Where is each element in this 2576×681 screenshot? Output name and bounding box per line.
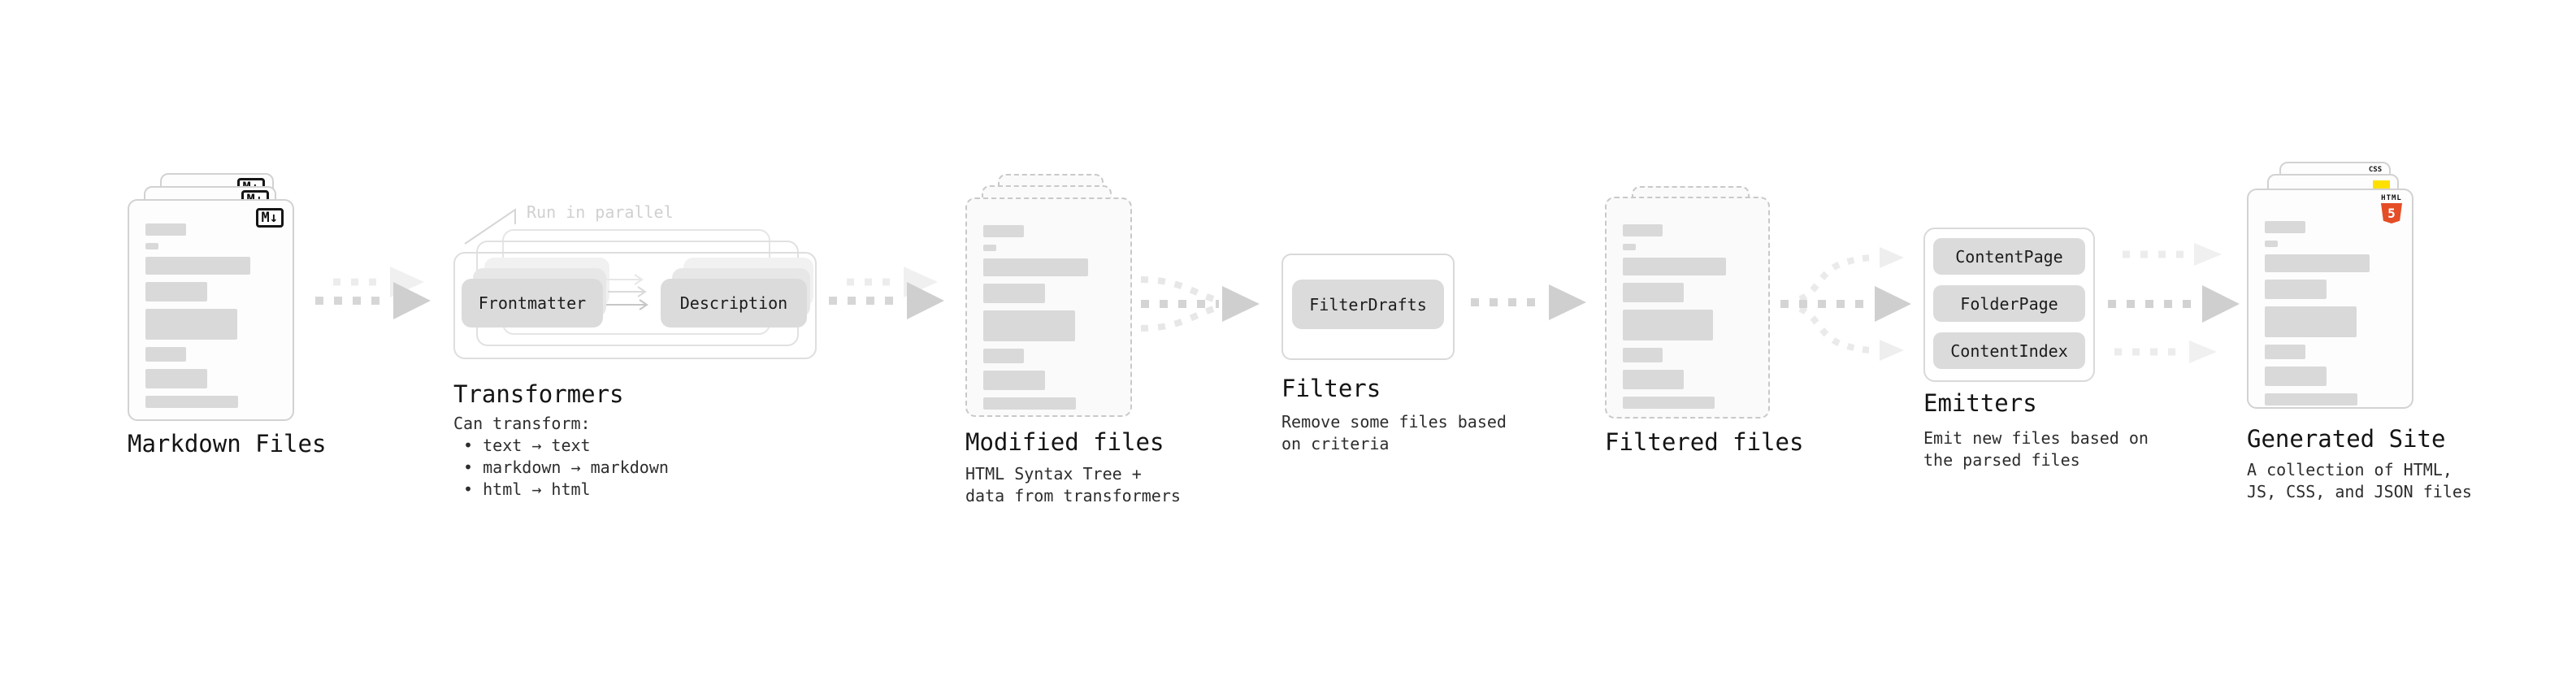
placeholder-bar bbox=[1623, 224, 1663, 236]
placeholder-bar bbox=[1623, 310, 1714, 340]
placeholder-bar bbox=[145, 282, 207, 301]
generated-site-description: A collection of HTML, JS, CSS, and JSON … bbox=[2247, 460, 2472, 501]
emitters-label: Emitters bbox=[1923, 389, 2037, 417]
run-in-parallel-annotation: Run in parallel bbox=[527, 202, 674, 222]
document-placeholder-lines bbox=[1623, 224, 1752, 409]
emitters-description: Emit new files based on the parsed files bbox=[1923, 428, 2149, 470]
placeholder-bar bbox=[145, 243, 159, 249]
placeholder-bar bbox=[2265, 254, 2370, 272]
filtered-files-label: Filtered files bbox=[1605, 428, 1804, 456]
annotation-callout-line bbox=[464, 208, 516, 245]
placeholder-bar bbox=[145, 347, 186, 362]
placeholder-bar bbox=[1623, 370, 1684, 389]
html5-icon-title: HTML bbox=[2381, 194, 2402, 202]
contentpage-chip: ContentPage bbox=[1933, 238, 2085, 275]
parallel-run-arrows bbox=[606, 274, 648, 310]
filtered-file-card bbox=[1605, 197, 1770, 419]
placeholder-bar bbox=[145, 369, 207, 388]
generated-site-label: Generated Site bbox=[2247, 425, 2446, 453]
placeholder-bar bbox=[2265, 221, 2305, 233]
description-chip: Description bbox=[661, 279, 807, 327]
modified-file-card bbox=[965, 197, 1132, 417]
markdown-files-label: Markdown Files bbox=[128, 430, 327, 458]
flow-arrow-markdown-to-transformers bbox=[315, 267, 431, 319]
html5-icon-number: 5 bbox=[2387, 205, 2396, 221]
filters-label: Filters bbox=[1281, 375, 1381, 402]
transformers-box bbox=[453, 252, 817, 359]
contentindex-chip: ContentIndex bbox=[1933, 332, 2085, 369]
placeholder-bar bbox=[983, 225, 1024, 237]
placeholder-bar bbox=[1623, 397, 1715, 409]
placeholder-bar bbox=[1623, 283, 1684, 302]
folderpage-chip: FolderPage bbox=[1933, 285, 2085, 322]
placeholder-bar bbox=[983, 284, 1045, 303]
placeholder-bar bbox=[983, 258, 1088, 276]
html5-icon: HTML 5 bbox=[2379, 194, 2405, 223]
html5-icon-shield: 5 bbox=[2381, 203, 2402, 223]
placeholder-bar bbox=[145, 257, 250, 275]
placeholder-bar bbox=[2265, 241, 2279, 247]
placeholder-bar bbox=[2265, 393, 2358, 406]
modified-files-label: Modified files bbox=[965, 428, 1164, 456]
flow-arrows-emitters-to-site bbox=[2108, 243, 2240, 363]
placeholder-bar bbox=[145, 396, 239, 408]
flow-arrow-transformers-to-modified bbox=[829, 267, 944, 319]
markdown-file-card: M↓ bbox=[128, 199, 294, 421]
placeholder-bar bbox=[983, 349, 1024, 363]
placeholder-bar bbox=[2265, 367, 2327, 386]
flow-arrow-diverging bbox=[1780, 247, 1911, 361]
placeholder-bar bbox=[983, 310, 1075, 341]
transformers-label: Transformers bbox=[453, 380, 624, 408]
placeholder-bar bbox=[2265, 280, 2327, 299]
filterdrafts-chip: FilterDrafts bbox=[1292, 280, 1444, 329]
placeholder-bar bbox=[983, 397, 1077, 410]
filters-description: Remove some files based on criteria bbox=[1281, 412, 1507, 453]
placeholder-bar bbox=[1623, 348, 1663, 362]
placeholder-bar bbox=[983, 371, 1045, 390]
placeholder-bar bbox=[145, 223, 186, 236]
transformers-description: Can transform: • text → text • markdown … bbox=[453, 414, 669, 499]
placeholder-bar bbox=[2265, 345, 2305, 359]
frontmatter-chip: Frontmatter bbox=[462, 279, 603, 327]
flow-arrow-converging bbox=[1140, 276, 1260, 332]
placeholder-bar bbox=[145, 309, 237, 340]
css-badge-text: CSS bbox=[2368, 166, 2383, 174]
placeholder-bar bbox=[2265, 306, 2357, 337]
placeholder-bar bbox=[1623, 244, 1636, 250]
html-file-card: HTML 5 bbox=[2247, 189, 2413, 409]
flow-arrow-filters-to-filtered bbox=[1471, 284, 1586, 320]
document-placeholder-lines bbox=[145, 223, 276, 408]
placeholder-bar bbox=[1623, 258, 1727, 275]
placeholder-bar bbox=[983, 245, 997, 251]
js-badge bbox=[2373, 180, 2390, 190]
modified-files-description: HTML Syntax Tree + data from transformer… bbox=[965, 464, 1181, 505]
document-placeholder-lines bbox=[2265, 221, 2396, 406]
markdown-icon: M↓ bbox=[255, 208, 284, 228]
document-placeholder-lines bbox=[983, 225, 1114, 410]
